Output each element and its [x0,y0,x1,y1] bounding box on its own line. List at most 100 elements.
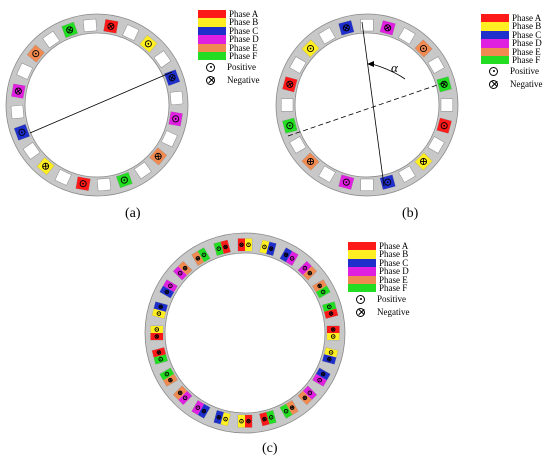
cross-mark [329,312,333,315]
cross-in-circle-icon [489,79,498,89]
swatch-phase-e [198,43,226,52]
legend-row-phase-c: Phase C [348,258,409,268]
stator-slot [75,176,91,191]
stator-slot [133,161,152,180]
cross-mark [217,415,221,419]
stator-slot [322,301,339,319]
swatch-phase-b [198,18,226,27]
stator-slot [282,76,298,93]
cross-mark [169,75,176,80]
legend-row-phase-a: Phase A [198,9,259,19]
cross-in-circle-icon [419,157,428,166]
stator-slot [10,104,25,120]
swatch-phase-d [198,35,226,44]
cross-in-circle-icon [164,289,170,295]
reference-axis-dashed [287,81,447,137]
stator-slot [42,30,61,49]
stator-slot [326,325,340,341]
cross-mark [246,419,251,423]
slot-opening [318,165,336,183]
legend-row-phase-d: Phase D [348,266,409,276]
dot-in-circle-icon [182,395,188,401]
stator-slot [360,178,374,192]
stator-slot [440,98,454,112]
dot-in-circle-icon [268,415,274,420]
cross-in-circle-icon [356,307,365,317]
dot-in-circle-icon [120,176,128,184]
dot-in-circle-icon [79,180,87,188]
stator-slot [172,260,193,281]
legend-negative: Negative [481,78,542,90]
stator-slot [161,130,178,148]
dot-in-circle-icon [223,416,228,422]
dot-in-circle-icon [306,44,315,53]
stator-slot [159,367,178,387]
dot-mark [443,124,446,127]
legend-row-phase-d: Phase D [481,38,542,48]
dot-in-circle-icon [201,252,207,258]
stator-slot [259,410,277,427]
slot-opening [122,24,140,41]
cross-in-circle-icon [307,270,313,276]
swatch-phase-c [348,258,376,268]
cross-mark [331,327,335,332]
dot-mark [285,410,287,412]
dot-mark [345,181,348,184]
stator-slot [54,169,72,186]
slot-opening [289,56,307,74]
legend-row-phase-e: Phase E [481,47,542,56]
stator-slot [398,27,416,45]
slot-opening [16,62,33,80]
legend-positive: Positive [198,61,259,73]
cross-mark [322,372,325,376]
stator-core [5,13,189,197]
cross-in-circle-icon [182,265,188,271]
dot-mark [147,42,150,45]
stator-slot [16,62,33,80]
cross-in-circle-icon [289,405,295,410]
cross-in-circle-icon [440,80,448,88]
stator-slot [116,172,133,189]
stator-slot [289,136,307,154]
legend-row-phase-b: Phase B [481,22,542,31]
cross-mark [16,88,21,94]
swatch-phase-a [481,14,509,23]
stator-slot [360,18,374,32]
cross-mark [108,24,114,29]
slot-opening [360,18,374,32]
stator-slot [237,414,253,428]
cross-in-circle-icon [327,356,332,362]
stator-slot [427,56,445,74]
stator-slot [11,83,26,99]
cross-in-circle-icon [262,416,267,422]
coil-axis-line [29,71,173,134]
dot-in-circle-icon [32,50,40,58]
dot-mark [263,246,265,248]
cross-mark [304,396,306,400]
legend-row-phase-a: Phase A [348,241,409,251]
dot-in-circle-icon [154,327,160,332]
stator-slot [279,400,299,419]
cross-in-circle-icon [268,246,274,251]
swatch-phase-b [481,22,509,31]
dot-mark [197,407,199,409]
legend-positive: Positive [481,65,542,77]
swatch-phase-d [348,267,376,276]
cross-in-circle-icon [306,157,315,166]
cross-in-circle-icon [42,162,50,170]
swatch-phase-c [198,26,226,36]
swatch-phase-f [481,55,509,65]
dot-in-circle-icon [206,62,215,72]
legend-row-phase-f: Phase F [198,51,259,61]
dot-mark [386,181,389,184]
cross-in-circle-icon [158,304,163,310]
slot-opening [10,104,25,120]
stator-slot [289,56,307,74]
stator-slot [312,279,331,299]
dot-mark [288,124,291,127]
angle-arc [371,63,406,80]
dot-mark [330,351,332,353]
dot-mark [328,306,330,308]
dot-mark [218,248,220,250]
stator-slot [259,239,277,256]
